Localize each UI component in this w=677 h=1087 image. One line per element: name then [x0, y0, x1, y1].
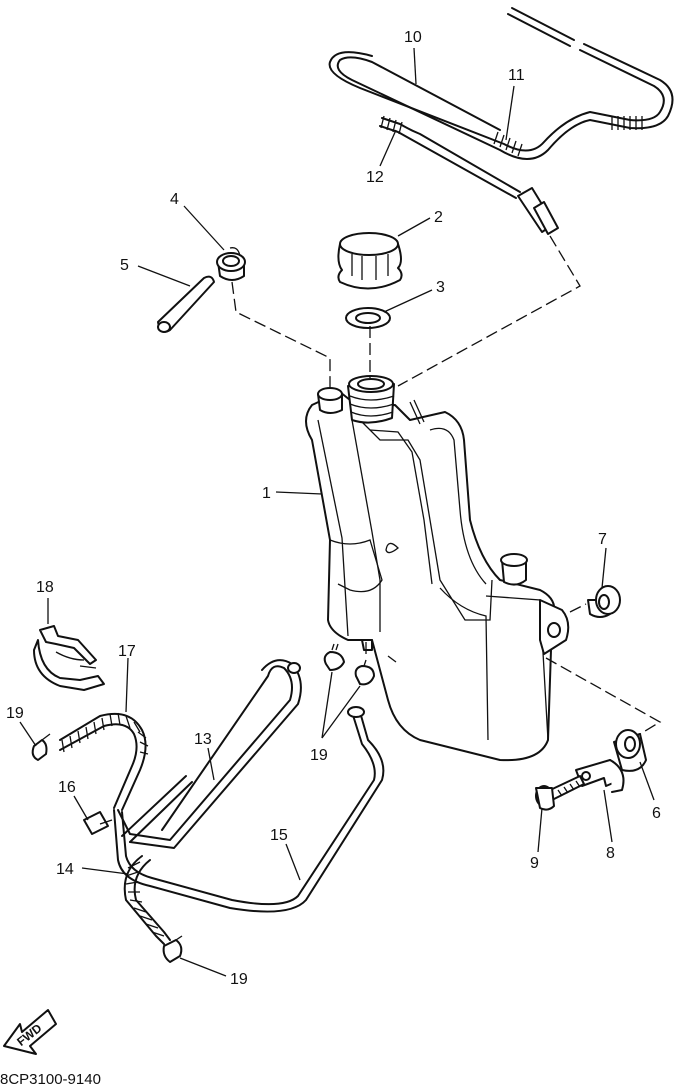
grommet-7	[587, 585, 621, 618]
callout-2: 2	[434, 209, 443, 226]
callout-8: 8	[606, 845, 615, 862]
callout-16: 16	[58, 779, 76, 796]
callout-19-center: 19	[310, 747, 328, 764]
hose-coil-12	[380, 115, 403, 135]
callout-18: 18	[36, 579, 54, 596]
callout-12: 12	[366, 169, 384, 186]
callout-13: 13	[194, 731, 212, 748]
cap-gasket	[345, 307, 391, 329]
reservoir-cap	[337, 232, 403, 290]
callout-numbers: 1 2 3 4 5 6 7 8 9 10 11 12 13 14 15 16 1…	[6, 29, 661, 988]
coolant-reservoir-tank	[305, 375, 570, 762]
hose-17	[59, 712, 149, 811]
clip-16	[83, 811, 113, 835]
callout-17: 17	[118, 643, 136, 660]
flange-bolt	[535, 775, 585, 811]
hose-clip-19-top	[323, 643, 375, 686]
elbow-cap	[216, 247, 246, 281]
breather-pipe	[157, 275, 215, 333]
callout-leaders	[19, 47, 655, 977]
pipe-13	[117, 659, 302, 849]
callout-5: 5	[120, 257, 129, 274]
callout-11: 11	[508, 67, 525, 84]
callout-14: 14	[56, 861, 74, 878]
callout-9: 9	[530, 855, 539, 872]
damper-6	[613, 729, 647, 772]
callout-19-bottom: 19	[230, 971, 248, 988]
callout-7: 7	[598, 531, 607, 548]
callout-6: 6	[652, 805, 661, 822]
callout-10: 10	[404, 29, 422, 46]
hose-14	[123, 855, 171, 945]
hose-15	[113, 706, 385, 913]
hose-clamp-18	[33, 625, 105, 691]
callout-4: 4	[170, 191, 179, 208]
assembly-lines	[231, 235, 662, 735]
hose-clip-19-bottom	[162, 935, 183, 963]
hose-clip-19-left	[31, 733, 51, 761]
callout-15: 15	[270, 827, 288, 844]
callout-3: 3	[436, 279, 445, 296]
callout-1: 1	[262, 485, 271, 502]
drawing-code: 8CP3100-9140	[0, 1071, 101, 1087]
callout-19-left: 19	[6, 705, 24, 722]
fwd-arrow-icon: FWD	[3, 1009, 57, 1055]
mount-bracket	[575, 759, 625, 793]
hose-coil-11	[493, 116, 643, 157]
breather-hose-assembly	[328, 7, 674, 235]
